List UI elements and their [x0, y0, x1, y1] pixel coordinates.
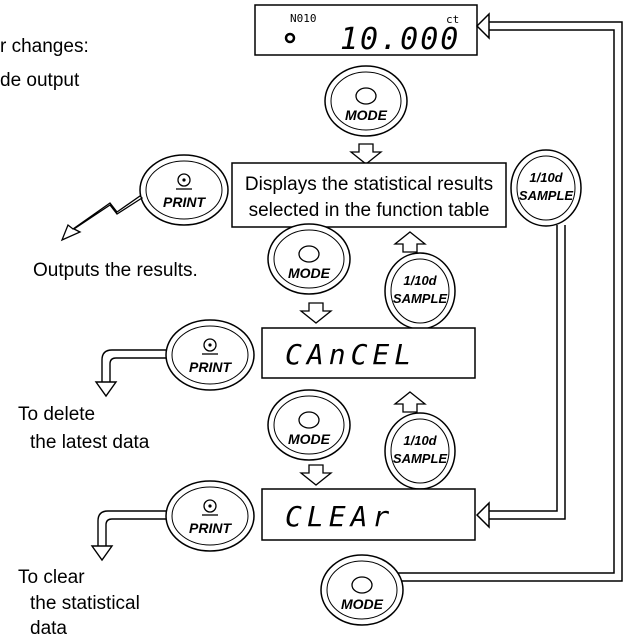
display-indicator: N010: [290, 12, 317, 25]
sample-label-top: 1/10d: [403, 433, 437, 448]
print-button-middle[interactable]: PRINT: [165, 319, 255, 391]
note-clear-line-2: the statistical: [30, 593, 140, 614]
top-display: N010 10.000 ct: [254, 4, 478, 57]
up-arrow-1: [393, 231, 427, 253]
rotate-icon: [298, 245, 320, 263]
mode-label: MODE: [345, 107, 388, 123]
display-unit: ct: [446, 13, 459, 26]
print-button-top[interactable]: PRINT: [139, 154, 229, 226]
print-icon: [203, 499, 217, 513]
print-button-lower[interactable]: PRINT: [165, 480, 255, 552]
sample-label-bottom: SAMPLE: [393, 451, 448, 466]
mode-label: MODE: [288, 431, 331, 447]
rotate-icon: [298, 411, 320, 429]
note-clear-line-3: data: [30, 618, 67, 637]
arrow-to-top-display: [475, 12, 490, 40]
mode-button-lower[interactable]: MODE: [267, 389, 351, 461]
note-delete-line-2: the latest data: [30, 432, 150, 453]
sample-label-top: 1/10d: [403, 273, 437, 288]
clear-curved-arrow: [90, 510, 166, 562]
statbox-line-1: Displays the statistical results: [245, 174, 493, 195]
statbox-line-2: selected in the function table: [249, 200, 490, 221]
header-line-2: de output: [0, 70, 80, 91]
cancel-display-text: CAnCEL: [285, 338, 416, 371]
mode-button-middle[interactable]: MODE: [267, 223, 351, 295]
stable-mark-icon: [284, 32, 296, 44]
down-arrow-1: [349, 143, 383, 165]
clear-display: CLEAr: [261, 488, 476, 541]
sample-label-top: 1/10d: [529, 170, 563, 185]
clear-display-text: CLEAr: [285, 500, 394, 533]
note-delete-line-1: To delete: [18, 404, 95, 425]
print-label: PRINT: [189, 359, 232, 375]
mode-button-top[interactable]: MODE: [324, 65, 408, 137]
print-label: PRINT: [189, 520, 232, 536]
down-arrow-3: [299, 464, 333, 486]
mode-label: MODE: [288, 265, 331, 281]
print-label: PRINT: [163, 194, 206, 210]
header-line-1: r changes:: [0, 36, 89, 57]
rotate-icon: [351, 576, 373, 594]
sample-button-middle[interactable]: 1/10d SAMPLE: [384, 252, 456, 330]
statistics-box: Displays the statistical results selecte…: [231, 162, 507, 228]
rotate-icon: [355, 87, 377, 105]
down-arrow-2: [299, 302, 333, 324]
mode-label: MODE: [341, 596, 384, 612]
mode-button-bottom[interactable]: MODE: [320, 554, 404, 626]
sample-label-bottom: SAMPLE: [519, 188, 574, 203]
output-zigzag-arrow: [60, 195, 144, 242]
arrow-to-clear-display: [475, 501, 490, 529]
up-arrow-2: [393, 391, 427, 413]
sample-label-bottom: SAMPLE: [393, 291, 448, 306]
loop-connectors: [397, 21, 623, 582]
sample-button-lower[interactable]: 1/10d SAMPLE: [384, 412, 456, 490]
print-icon: [203, 338, 217, 352]
print-icon: [177, 173, 191, 187]
note-outputs: Outputs the results.: [33, 260, 198, 281]
display-value: 10.000: [340, 22, 460, 57]
cancel-display: CAnCEL: [261, 327, 476, 379]
delete-curved-arrow: [94, 349, 166, 398]
sample-button-right[interactable]: 1/10d SAMPLE: [510, 149, 582, 227]
note-clear-line-1: To clear: [18, 567, 85, 588]
